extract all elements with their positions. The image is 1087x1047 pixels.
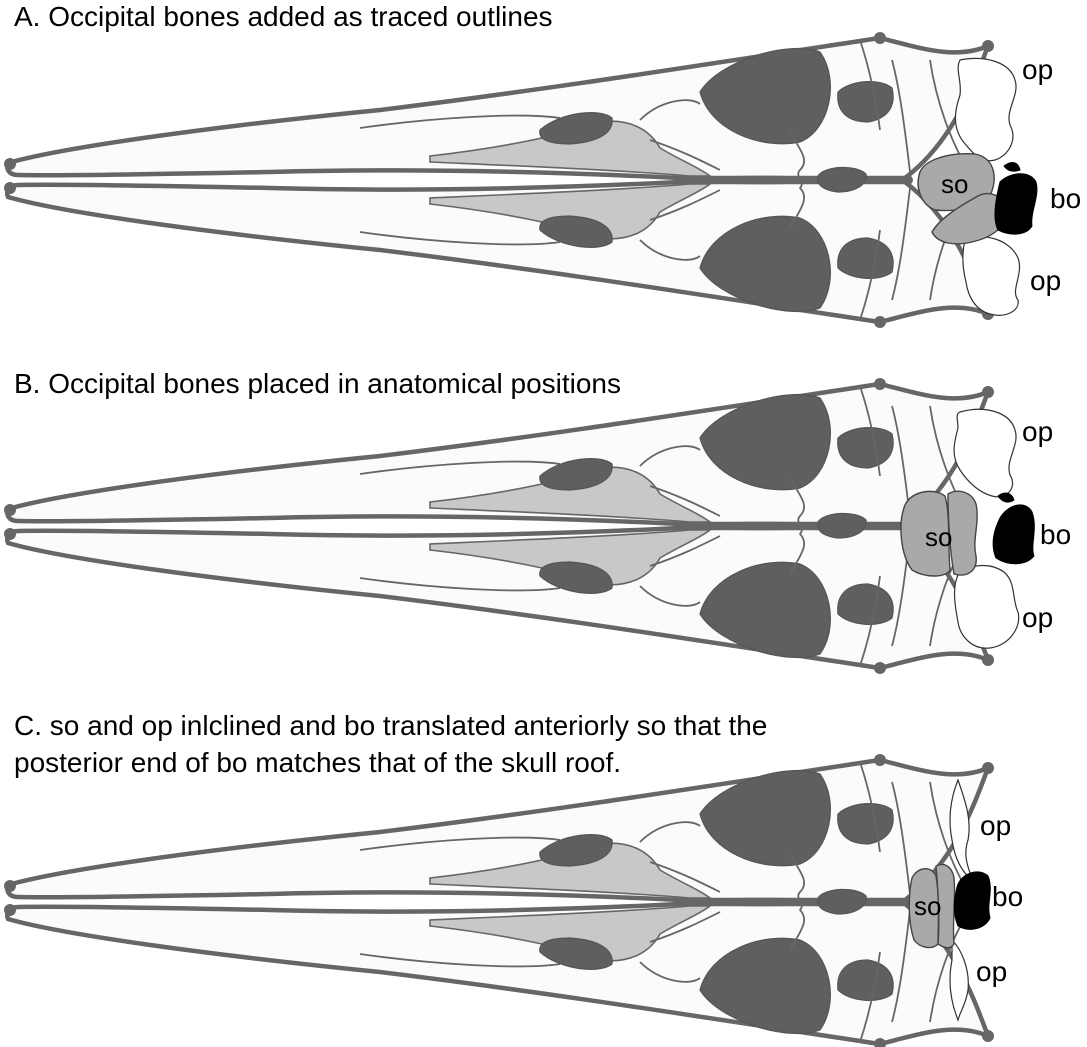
panel-b-skull xyxy=(4,378,994,674)
panel-a-bo-label: bo xyxy=(1050,183,1081,214)
panel-b-so-label: so xyxy=(925,522,952,552)
panel-c-skull xyxy=(4,754,994,1047)
panel-b-caption: B. Occipital bones placed in anatomical … xyxy=(14,368,621,399)
panel-c-bo xyxy=(953,871,991,930)
panel-c-caption-line-2: posterior end of bo matches that of the … xyxy=(14,747,621,778)
panel-c-so-label: so xyxy=(914,891,941,921)
panel-b-bo-label: bo xyxy=(1040,519,1071,550)
panel-a-so-label: so xyxy=(941,169,968,199)
panel-a-op-lower-label: op xyxy=(1030,265,1061,296)
panel-a-op-upper xyxy=(954,57,1017,162)
panel-c-caption-line-1: C. so and op inlclined and bo translated… xyxy=(14,710,767,741)
panel-b-op-lower-label: op xyxy=(1022,602,1053,633)
panel-b-so xyxy=(900,490,951,577)
panel-b-op-lower xyxy=(953,565,1020,649)
panel-c-op-lower xyxy=(949,938,969,1022)
panel-a-caption: A. Occipital bones added as traced outli… xyxy=(14,1,553,32)
panel-b-op-upper xyxy=(953,408,1017,498)
panel-a-op-lower xyxy=(962,236,1021,316)
panel-b: B. Occipital bones placed in anatomical … xyxy=(4,368,1071,674)
panel-b-bo xyxy=(992,492,1035,565)
panel-a-op-upper-label: op xyxy=(1022,54,1053,85)
panel-c-so-right xyxy=(935,863,956,949)
panel-c-bo-label: bo xyxy=(992,881,1023,912)
panel-c-op-lower-label: op xyxy=(976,956,1007,987)
panel-a-skull xyxy=(4,32,994,328)
panel-b-so-right xyxy=(947,490,978,576)
panel-a-bo xyxy=(994,162,1038,235)
panel-c-op-upper-label: op xyxy=(980,810,1011,841)
panel-a: A. Occipital bones added as traced outli… xyxy=(4,1,1081,328)
panel-b-op-upper-label: op xyxy=(1022,416,1053,447)
panel-c: C. so and op inlclined and bo translated… xyxy=(4,710,1023,1047)
